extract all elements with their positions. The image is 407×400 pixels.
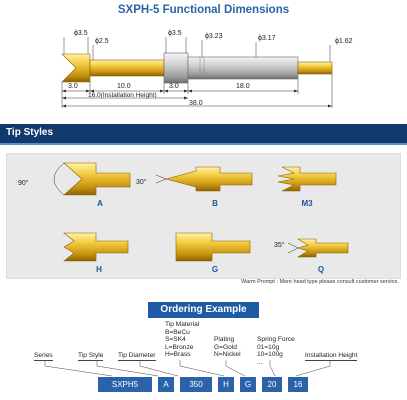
angle-a: 90° bbox=[18, 180, 29, 187]
dim-barrel-diameter-1: ϕ3.23 bbox=[205, 33, 223, 40]
tip-b-shape bbox=[164, 166, 253, 192]
tip-label-a: A bbox=[97, 199, 103, 208]
tip-h-shape bbox=[63, 232, 129, 262]
code-tip-diameter: 350 bbox=[180, 377, 212, 392]
tip-styles-header: Tip Styles bbox=[0, 124, 407, 145]
code-series: SXPH5 bbox=[98, 377, 152, 392]
warm-prompt: Warm Prompt : More head type please cons… bbox=[241, 279, 399, 285]
spring-force-option: 01=10g bbox=[257, 343, 280, 351]
dim-tail-diameter: ϕ1.62 bbox=[335, 38, 353, 45]
tip-material-option: L=Bronze bbox=[165, 343, 194, 351]
probe-plunger bbox=[89, 59, 165, 77]
tip-styles-title: Tip Styles bbox=[6, 127, 54, 138]
dim-plunger-diameter: ϕ2.5 bbox=[95, 38, 109, 45]
tip-material-option: B=BeCu bbox=[165, 328, 190, 336]
code-tip-style: A bbox=[158, 377, 174, 392]
tip-material-legend: Tip Material B=BeCu S=SK4 L=Bronze H=Bra… bbox=[165, 321, 199, 359]
code-spring-force: 20 bbox=[262, 377, 282, 392]
tip-style-label: Tip Style bbox=[78, 352, 104, 361]
tip-label-b: B bbox=[212, 199, 218, 208]
code-plating: G bbox=[240, 377, 256, 392]
dim-tip-diameter: ϕ3.5 bbox=[74, 30, 88, 37]
spring-force-legend: Spring Force 01=10g 10=100g ... bbox=[257, 336, 295, 366]
plating-legend: Plating G=Gold N=Nickel bbox=[214, 336, 241, 359]
dim-length-plunger: 10.0 bbox=[117, 83, 131, 90]
probe-collar bbox=[163, 52, 189, 84]
plating-title: Plating bbox=[214, 336, 235, 343]
dim-length-collar: 3.0 bbox=[169, 83, 179, 90]
dim-install-height: 16.0(Installation Height) bbox=[88, 92, 157, 99]
spring-force-title: Spring Force bbox=[257, 336, 295, 343]
probe-drawing bbox=[61, 37, 333, 108]
tip-g-shape bbox=[175, 232, 251, 262]
probe-barrel bbox=[187, 56, 299, 80]
tip-m3-shape bbox=[277, 166, 337, 192]
code-tip-material: H bbox=[218, 377, 234, 392]
tip-q-shape bbox=[296, 238, 349, 258]
dim-length-tip: 3.0 bbox=[68, 83, 78, 90]
tip-material-option: H=Brass bbox=[165, 351, 191, 359]
plating-option: N=Nickel bbox=[214, 351, 241, 359]
tip-label-h: H bbox=[96, 265, 102, 274]
tip-styles-drawing bbox=[53, 162, 349, 262]
tip-diameter-label: Tip Diameter bbox=[118, 352, 156, 361]
dim-collar-diameter: ϕ3.5 bbox=[168, 30, 182, 37]
tip-material-title: Tip Material bbox=[165, 321, 200, 328]
probe-tail bbox=[297, 61, 333, 75]
page-title: SXPH-5 Functional Dimensions bbox=[117, 4, 290, 16]
tip-label-m3: M3 bbox=[301, 199, 313, 208]
dim-length-barrel: 18.0 bbox=[236, 83, 250, 90]
dim-total-length: 38.0 bbox=[189, 100, 203, 107]
code-installation-height: 16 bbox=[288, 377, 308, 392]
angle-b: 30° bbox=[136, 179, 147, 186]
installation-height-label: Installation Height bbox=[305, 352, 358, 361]
tip-label-q: Q bbox=[317, 265, 325, 274]
series-label: Series bbox=[34, 352, 53, 361]
spring-force-option: 10=100g bbox=[257, 351, 283, 359]
tip-a-shape bbox=[63, 162, 131, 196]
angle-q: 35° bbox=[274, 242, 285, 249]
ordering-example-title: Ordering Example bbox=[148, 302, 259, 318]
spring-force-option: ... bbox=[257, 358, 263, 366]
dim-barrel-diameter-2: ϕ3.17 bbox=[258, 35, 276, 42]
ordering-connectors bbox=[44, 360, 331, 377]
tip-label-g: G bbox=[211, 265, 219, 274]
probe-tip bbox=[61, 53, 91, 83]
tip-material-option: S=SK4 bbox=[165, 336, 186, 344]
plating-option: G=Gold bbox=[214, 343, 237, 351]
